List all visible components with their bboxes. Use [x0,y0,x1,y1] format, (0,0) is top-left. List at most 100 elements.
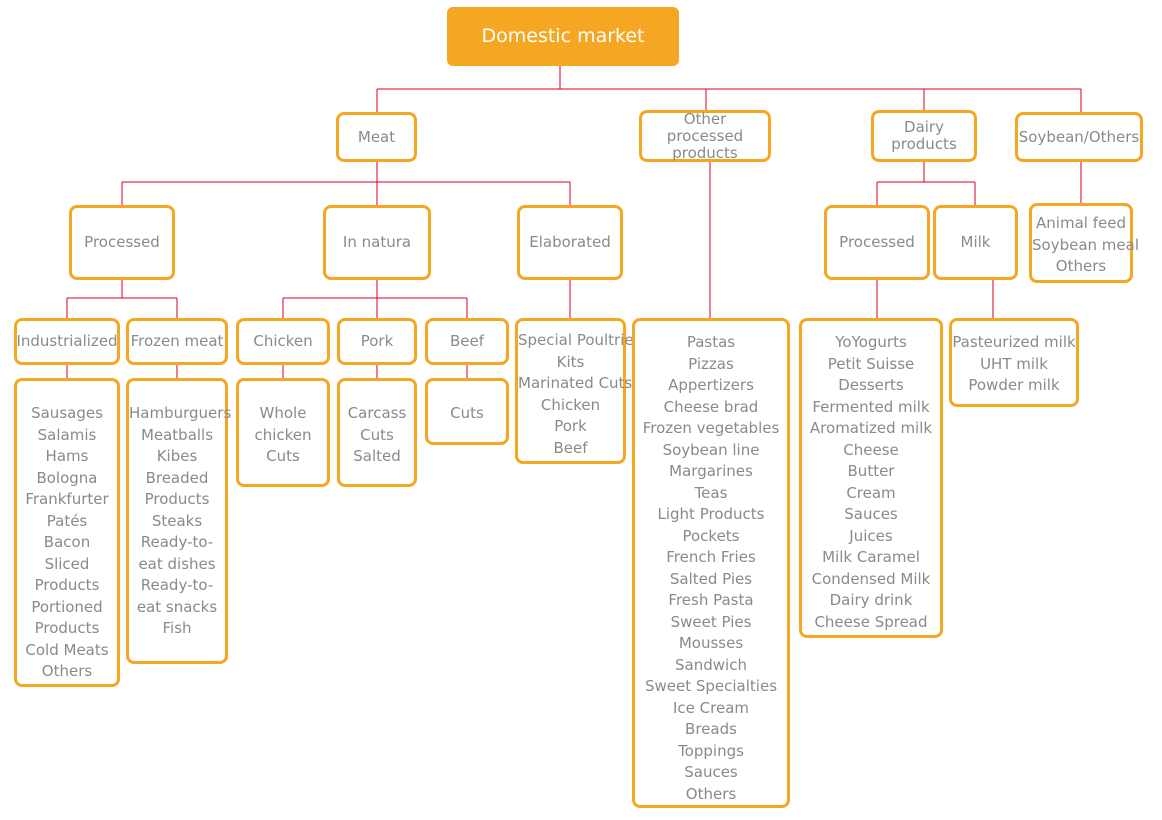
pork-label: Pork [360,332,394,350]
other-processed-node: Other processed products [639,110,771,162]
list-item: Others [1055,257,1107,275]
list-item: Soybean line [662,440,760,459]
elaborated-label: Elaborated [529,233,611,251]
dairy-processed-label: Processed [839,233,915,251]
list-item: Pockets [682,526,740,545]
milk-items-list: Pasteurized milk UHT milk Powder milk [949,318,1079,407]
domestic-market-node: Domestic market [447,7,679,66]
list-item: Petit Suisse [827,354,915,373]
frozen-meat-label: Frozen meat [130,332,224,350]
list-item: French Fries [666,548,756,566]
chicken-node: Chicken [236,318,330,365]
list-item: YoYogurts [835,333,907,351]
list-item: Sweet Specialties [644,677,778,695]
list-item: Cuts [360,425,394,444]
list-item: Cold Meats [25,640,109,659]
dairy-processed-items-list: YoYogurts Petit Suisse Desserts Fermente… [799,318,943,638]
list-item: Patés [46,511,88,530]
domestic-market-label: Domestic market [481,25,645,47]
list-item: Bacon [43,533,91,551]
list-item: Fermented milk [812,397,930,416]
list-item: Carcass [347,404,407,422]
list-item: Soybean meal [1032,235,1139,254]
list-item: Sauces [844,505,898,523]
list-item: Animal feed [1036,214,1126,232]
list-item: Frankfurter [25,490,109,508]
list-item: chicken [254,425,312,444]
list-item: Meatballs [140,425,214,444]
list-item: Special Poultries [518,331,642,349]
list-item: Bologna [36,468,98,487]
soybean-others-label: Soybean/Others [1018,127,1140,146]
frozen-meat-items-list: Hamburguers Meatballs Kibes Breaded Prod… [126,378,232,664]
frozen-meat-node: Frozen meat [126,318,228,365]
beef-items-list: Cuts [425,378,509,445]
list-item: UHT milk [980,354,1048,373]
dairy-processed-node: Processed [824,205,930,280]
in-natura-label: In natura [342,233,412,251]
beef-label: Beef [449,332,485,350]
list-item: Toppings [678,741,744,760]
meat-node: Meat [336,112,417,162]
list-item: Milk Caramel [822,548,920,566]
list-item: Pasteurized milk [952,333,1076,351]
list-item: Aromatized milk [809,419,933,437]
list-item: Salted [353,447,401,465]
list-item: Cheese brad [663,397,759,416]
list-item: Frozen vegetables [642,419,780,437]
pork-node: Pork [337,318,417,365]
list-item: Powder milk [968,376,1060,394]
list-item: Juices [849,526,893,545]
elaborated-items-list: Special Poultries Kits Marinated Cuts Ch… [515,318,642,464]
list-item: Cream [846,483,896,502]
list-item: Kits [556,352,585,371]
elaborated-node: Elaborated [517,205,623,280]
list-item: Kibes [156,447,198,465]
dairy-node: Dairy products [871,110,977,162]
list-item: Beef [553,438,588,457]
in-natura-node: In natura [323,205,431,280]
list-item: Ready-to- [140,533,214,551]
milk-node: Milk [933,205,1018,280]
list-item: Steaks [151,511,203,530]
list-item: Products [144,490,210,508]
soybean-items-list: Animal feed Soybean meal Others [1029,203,1139,283]
list-item: Margarines [669,462,753,480]
list-item: Cuts [450,404,484,422]
list-item: eat snacks [136,597,218,616]
list-item: Condensed Milk [811,569,931,588]
list-item: Fresh Pasta [668,591,754,609]
list-item: Sausages [31,404,103,422]
meat-label: Meat [357,127,396,146]
list-item: Breaded [145,468,209,487]
other-processed-label: Other processed products [666,109,744,162]
meat-processed-node: Processed [69,205,175,280]
list-item: Hamburguers [129,404,232,422]
list-item: Portioned [31,597,103,616]
list-item: Sweet Pies [670,612,752,631]
list-item: Desserts [838,376,904,394]
list-item: Salted Pies [669,569,753,588]
list-item: Products [34,619,100,637]
list-item: Butter [847,462,895,480]
list-item: Others [41,662,93,680]
industrialized-label: Industrialized [16,332,118,350]
chicken-label: Chicken [253,332,313,350]
list-item: Teas [694,483,728,502]
dairy-label: Dairy products [891,118,957,153]
list-item: Sandwich [675,655,747,674]
list-item: Others [685,784,737,803]
list-item: Pizzas [688,354,734,373]
list-item: Sliced [44,554,90,573]
beef-node: Beef [425,318,509,365]
list-item: Ready-to- [140,576,214,594]
list-item: Salamis [37,425,97,444]
list-item: Dairy drink [829,591,913,609]
list-item: Fish [162,619,192,637]
list-item: Marinated Cuts [518,374,633,392]
industrialized-items-list: Sausages Salamis Hams Bologna Frankfurte… [14,378,120,687]
list-item: Hams [45,447,89,465]
soybean-others-node: Soybean/Others [1015,112,1143,162]
list-item: eat dishes [138,554,216,573]
